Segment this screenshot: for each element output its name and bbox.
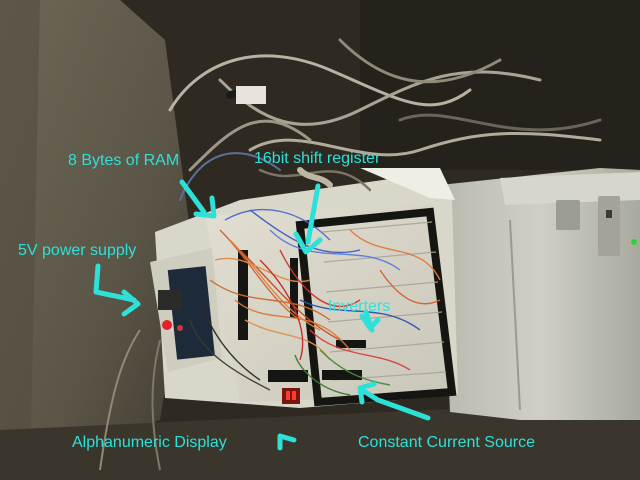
wall	[0, 0, 190, 480]
label-display: Alphanumeric Display	[72, 434, 227, 451]
label-inverters: Inverters	[328, 298, 391, 315]
label-ram: 8 Bytes of RAM	[68, 152, 180, 169]
label-power-supply: 5V power supply	[18, 242, 137, 259]
label-current-source: Constant Current Source	[358, 434, 535, 451]
label-shift-register: 16bit shift register	[254, 150, 381, 167]
computer-case	[440, 168, 640, 420]
power-supply-board	[167, 266, 215, 360]
